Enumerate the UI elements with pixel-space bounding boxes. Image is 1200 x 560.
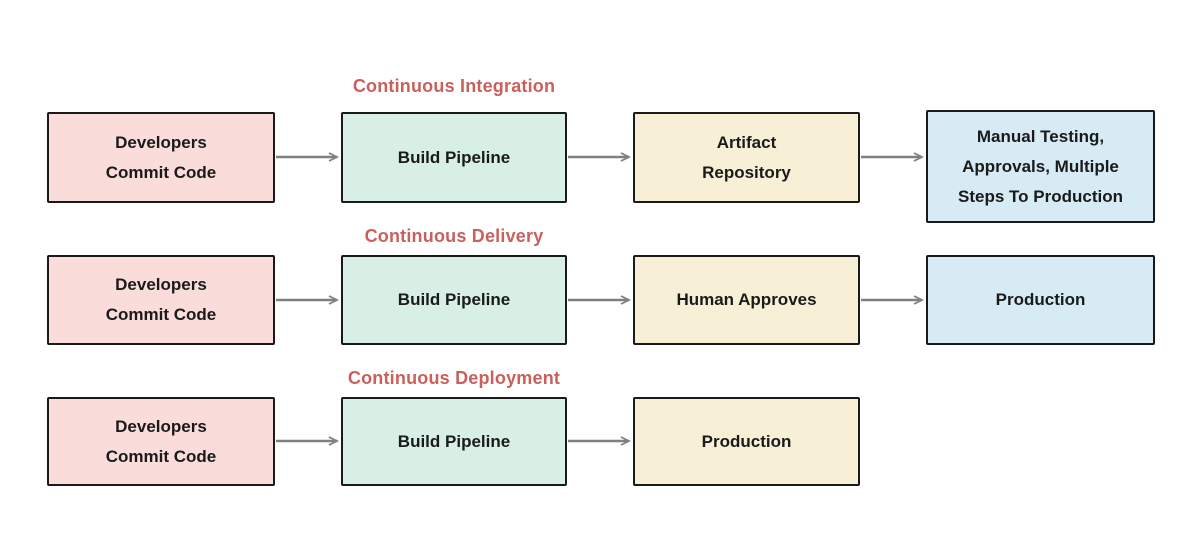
cd-production-box: Production: [926, 255, 1155, 345]
ci-build-pipeline-box: Build Pipeline: [341, 112, 567, 203]
box-label-line: Developers: [115, 275, 207, 294]
box-label-line: Developers: [115, 132, 207, 152]
ci-developers-commit-code-box: Developers Commit Code: [47, 112, 275, 203]
box-label-line: Manual Testing,: [976, 126, 1105, 146]
ci-artifact-repository-box: Artifact Repository: [633, 112, 860, 203]
box-label-line: Artifact: [716, 132, 777, 152]
box-label-line: Commit Code: [105, 305, 217, 324]
box-label-line: Build Pipeline: [397, 147, 511, 167]
cd-human-approves-box: Human Approves: [633, 255, 860, 345]
cdep-developers-commit-code-box: Developers Commit Code: [47, 397, 275, 486]
box-label-line: Build Pipeline: [397, 431, 511, 451]
ci-row-title: Continuous Integration: [352, 76, 556, 96]
box-label-line: Repository: [702, 162, 791, 182]
cd-build-pipeline-box: Build Pipeline: [341, 255, 567, 345]
cd-developers-commit-code-box: Developers Commit Code: [47, 255, 275, 345]
box-label-line: Developers: [115, 416, 207, 436]
ci-manual-testing-box: Manual Testing, Approvals, Multiple Step…: [926, 110, 1155, 223]
box-label-line: Build Pipeline: [397, 290, 511, 309]
box-label-line: Approvals, Multiple: [962, 156, 1119, 176]
box-label-line: Human Approves: [676, 290, 817, 309]
box-label-line: Steps To Production: [958, 186, 1123, 206]
box-label-line: Production: [701, 431, 792, 451]
cdep-production-box: Production: [633, 397, 860, 486]
box-label-line: Commit Code: [105, 446, 217, 466]
box-label-line: Production: [995, 290, 1086, 309]
box-label-line: Commit Code: [105, 162, 217, 182]
cdep-build-pipeline-box: Build Pipeline: [341, 397, 567, 486]
cd-row-title: Continuous Delivery: [364, 226, 544, 246]
cdep-row-title: Continuous Deployment: [347, 368, 561, 388]
